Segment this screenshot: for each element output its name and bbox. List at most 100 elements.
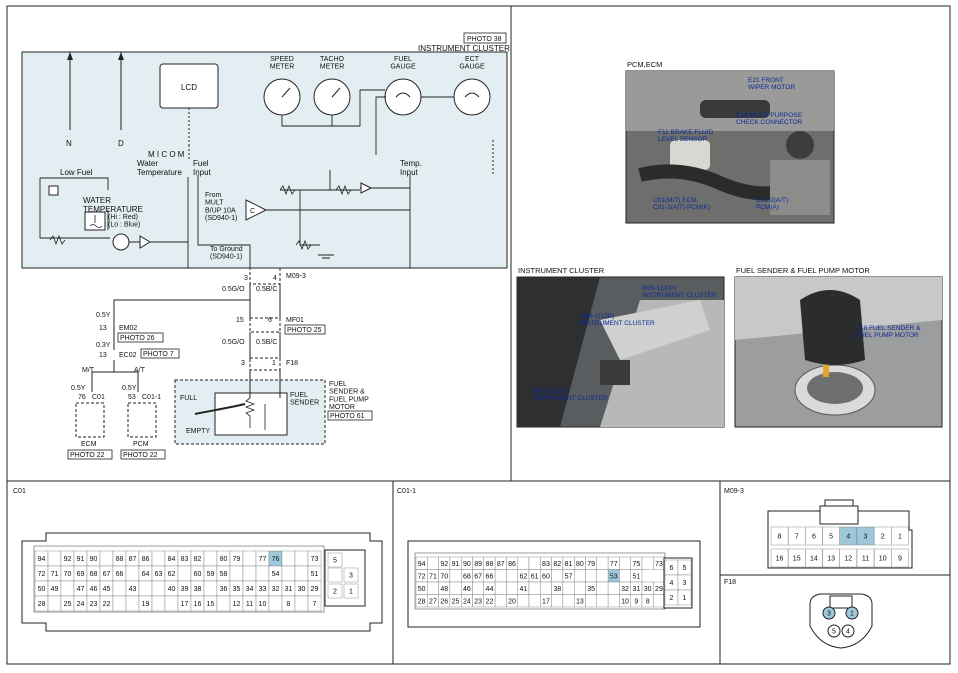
svg-text:M09-1(20P)INSTRUMENT CLUSTER: M09-1(20P)INSTRUMENT CLUSTER <box>642 285 717 299</box>
low-fuel-label: Low Fuel <box>60 168 93 177</box>
pin-label: 81 <box>565 561 573 568</box>
pin-label: 6 <box>812 534 816 541</box>
pin-label: 38 <box>194 586 202 593</box>
d-label: D <box>118 139 124 148</box>
connector-pin <box>770 548 789 568</box>
pin-label: 23 <box>474 598 482 605</box>
pin-label: 68 <box>463 573 471 580</box>
lamp-bulb-icon <box>112 233 130 251</box>
pin-label: 72 <box>38 571 46 578</box>
svg-text:0.5G/O: 0.5G/O <box>222 339 245 346</box>
pin-label: 28 <box>38 601 46 608</box>
sender-wiper-arrow-icon <box>194 403 246 415</box>
connector-pin <box>327 567 343 583</box>
f18-connector <box>249 357 281 371</box>
connector-pin <box>47 550 62 567</box>
pin-label: 3 <box>349 573 353 580</box>
pin-label: 26 <box>440 598 448 605</box>
pin-label: 86 <box>142 556 150 563</box>
svg-text:M09-3(16P)INSTRUMENT CLUSTER: M09-3(16P)INSTRUMENT CLUSTER <box>533 388 608 402</box>
cluster-title: INSTRUMENT CLUSTER <box>418 44 510 53</box>
pin-label: 44 <box>486 586 494 593</box>
pin-label: 2 <box>881 534 885 541</box>
svg-text:3: 3 <box>241 360 245 367</box>
ec02-photo: PHOTO 7 <box>143 351 174 358</box>
svg-text:0.5B/C: 0.5B/C <box>256 339 277 346</box>
pin-label: 79 <box>233 556 241 563</box>
d-arrow-icon <box>118 52 124 60</box>
connector-pin <box>874 548 892 568</box>
pin-label: 80 <box>576 561 584 568</box>
connector-pin <box>125 595 140 612</box>
pin-label: 60 <box>194 571 202 578</box>
pin-label: 49 <box>51 586 59 593</box>
connector-pin <box>294 550 309 567</box>
connector-pin <box>841 624 855 638</box>
connector-pin <box>551 569 564 583</box>
svg-text:0.5Y: 0.5Y <box>71 385 86 392</box>
pin-label: 3 <box>683 580 687 587</box>
pin-label: 82 <box>194 556 202 563</box>
connector-pin <box>528 594 541 608</box>
pin-label: 35 <box>233 586 241 593</box>
connector-pin <box>653 594 665 608</box>
pin-label: 10 <box>879 556 887 563</box>
connector-pin <box>517 594 530 608</box>
connector-pin <box>229 565 244 582</box>
pin-label: 9 <box>634 598 638 605</box>
pin-label: 83 <box>542 561 550 568</box>
connector-pin <box>151 595 166 612</box>
connector-pin <box>494 581 507 595</box>
ecm-box <box>75 402 105 438</box>
pin-label: 7 <box>313 601 317 608</box>
pin-label: 66 <box>116 571 124 578</box>
connector-pin <box>596 581 609 595</box>
connector-pin <box>827 624 841 638</box>
pin-label: 47 <box>77 586 85 593</box>
photo-caption-fuel: FUEL SENDER & FUEL PUMP MOTOR <box>736 266 870 275</box>
connector-pin <box>281 565 296 582</box>
pin-label: 46 <box>463 586 471 593</box>
connector-pin <box>112 595 127 612</box>
pin-label: 57 <box>565 573 573 580</box>
connector-pin <box>574 581 586 595</box>
pin-label: 16 <box>776 556 784 563</box>
pin-label: 29 <box>655 586 663 593</box>
pin-label: 29 <box>311 586 319 593</box>
pin-label: 15 <box>207 601 215 608</box>
connector-pin <box>60 580 75 597</box>
connector-pin <box>839 526 857 546</box>
pin-label: 77 <box>259 556 267 563</box>
pin-label: 19 <box>142 601 150 608</box>
pin-label: 22 <box>486 598 494 605</box>
pin-label: 5 <box>829 534 833 541</box>
pin-label: 48 <box>440 586 448 593</box>
pin-label: 62 <box>519 573 527 580</box>
fuel-gauge-dial-icon <box>384 78 422 116</box>
mf01-label: MF01 <box>286 317 304 324</box>
connector-pin <box>203 550 218 567</box>
pin-label: 69 <box>77 571 85 578</box>
svg-text:C01-1: C01-1 <box>142 394 161 401</box>
pin-label: 50 <box>38 586 46 593</box>
pin-label: 23 <box>90 601 98 608</box>
pcm-label: PCM <box>133 441 149 448</box>
pin-label: 54 <box>272 571 280 578</box>
pin-label: 83 <box>181 556 189 563</box>
pin-label: 30 <box>298 586 306 593</box>
pin-label: 10 <box>621 598 629 605</box>
connector-pin <box>596 594 609 608</box>
pin-label: 4 <box>846 534 850 541</box>
pin-label: 80 <box>220 556 228 563</box>
connector-pin <box>99 550 114 567</box>
pin-label: 28 <box>418 598 426 605</box>
pin-label: 16 <box>194 601 202 608</box>
svg-text:1: 1 <box>272 360 276 367</box>
pin-label: 1 <box>683 595 687 602</box>
